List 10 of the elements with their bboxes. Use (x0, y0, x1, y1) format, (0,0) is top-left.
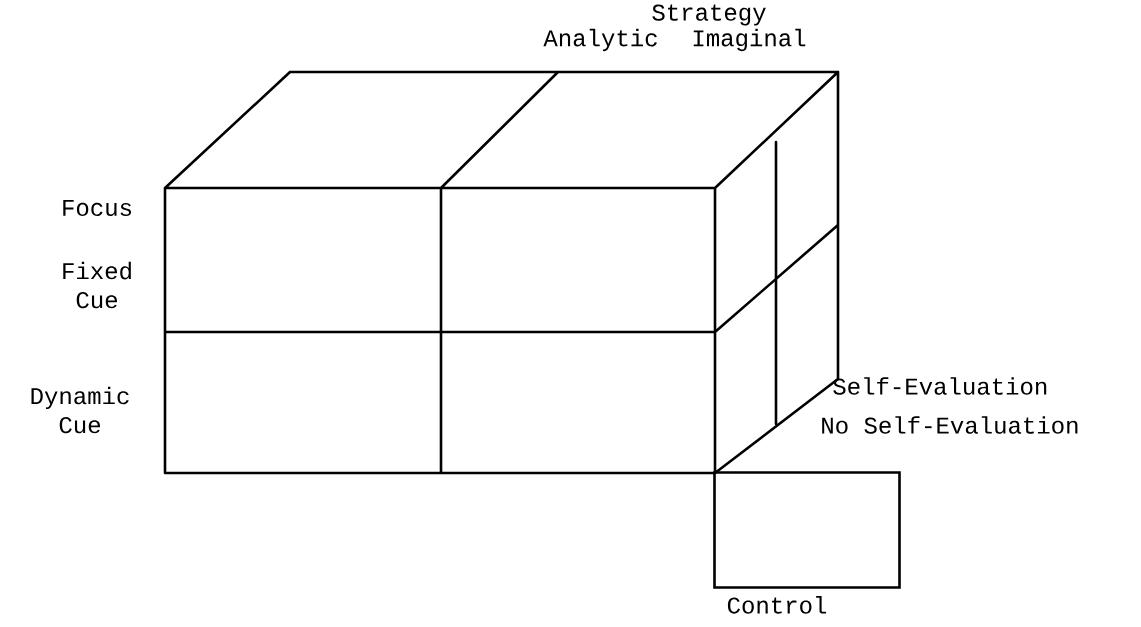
node-label: Control (727, 596, 827, 614)
axis-label: No Self-Evaluation (822, 416, 1078, 434)
axis-label: Focus (63, 199, 131, 216)
axis-label: Imaginal (693, 28, 806, 52)
axis-label: Self-Evaluation (833, 377, 1047, 395)
axis-label: Fixed Cue (63, 261, 131, 309)
axis-label: Strategy (652, 4, 766, 26)
axis-label: Analytic (543, 28, 657, 52)
control-box: Control (713, 471, 901, 614)
axis-label: Dynamic Cue (31, 386, 129, 434)
